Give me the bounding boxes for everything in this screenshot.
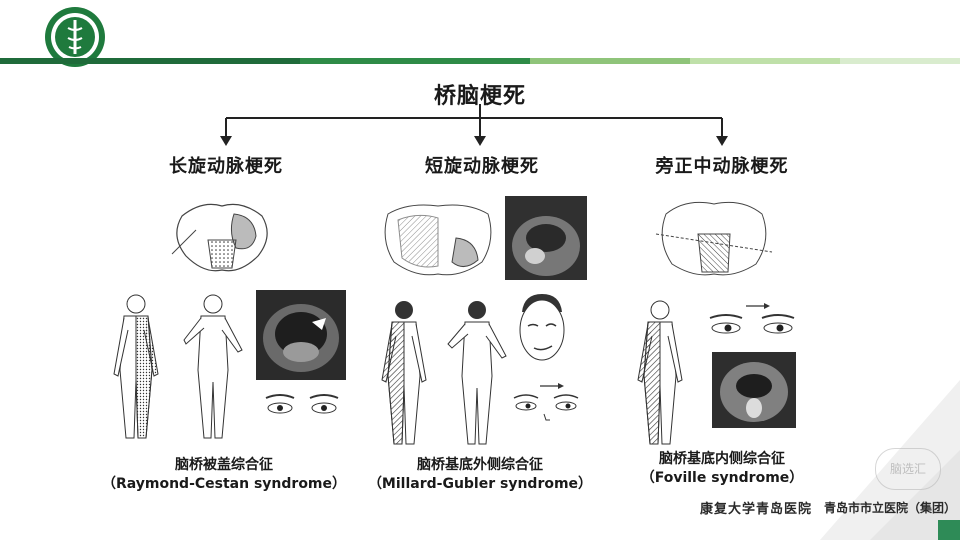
caption-en: （Millard-Gubler syndrome） [367,476,593,492]
hemiplegia-figure [630,296,690,446]
gaze-palsy-eyes [706,300,798,342]
branch-label-long-circumferential: 长旋动脉梗死 [169,156,283,177]
caption-cn: 脑桥基底外侧综合征 [417,457,543,473]
abducens-palsy-eyes [510,380,582,428]
pons-section-illustration [378,196,498,280]
footer-right-text: 青岛市市立医院（集团） [824,500,957,515]
watermark: 脑选汇 [875,448,941,490]
pons-section-illustration [162,196,282,276]
caption-en: （Foville syndrome） [640,470,804,486]
hemiplegia-figure [374,296,434,446]
caption-cn: 脑桥基底内侧综合征 [659,451,785,467]
mri-scan-basis-lateral [505,196,587,280]
caption-cn: 脑桥被盖综合征 [175,457,273,473]
corner-bar [938,520,960,540]
page-title: 桥脑梗死 [433,84,526,109]
facial-palsy-face [512,292,572,368]
branch-label-paramedian: 旁正中动脉梗死 [655,156,789,177]
pons-section-illustration [652,194,776,280]
facial-palsy-body-figure [440,296,514,446]
footer-hospital-logo: 康复大学青岛医院 青岛市市立医院（集团） [700,496,956,518]
caption-foville: 脑桥基底内侧综合征 （Foville syndrome） [582,450,862,488]
hemiparesis-figure [106,290,166,440]
gaze-palsy-eyes [262,392,342,416]
caption-en: （Raymond-Cestan syndrome） [101,476,347,492]
footer-left-text: 康复大学青岛医院 [700,501,813,517]
header-bar [0,58,960,64]
caption-millard-gubler: 脑桥基底外侧综合征 （Millard-Gubler syndrome） [340,456,620,494]
branch-label-short-circumferential: 短旋动脉梗死 [425,156,539,177]
mri-scan-tegmentum [256,290,346,380]
caption-raymond-cestan: 脑桥被盖综合征 （Raymond-Cestan syndrome） [84,456,364,494]
mri-scan-basis-medial [712,352,796,428]
hospital-logo [45,7,105,67]
ataxia-figure [176,290,250,440]
